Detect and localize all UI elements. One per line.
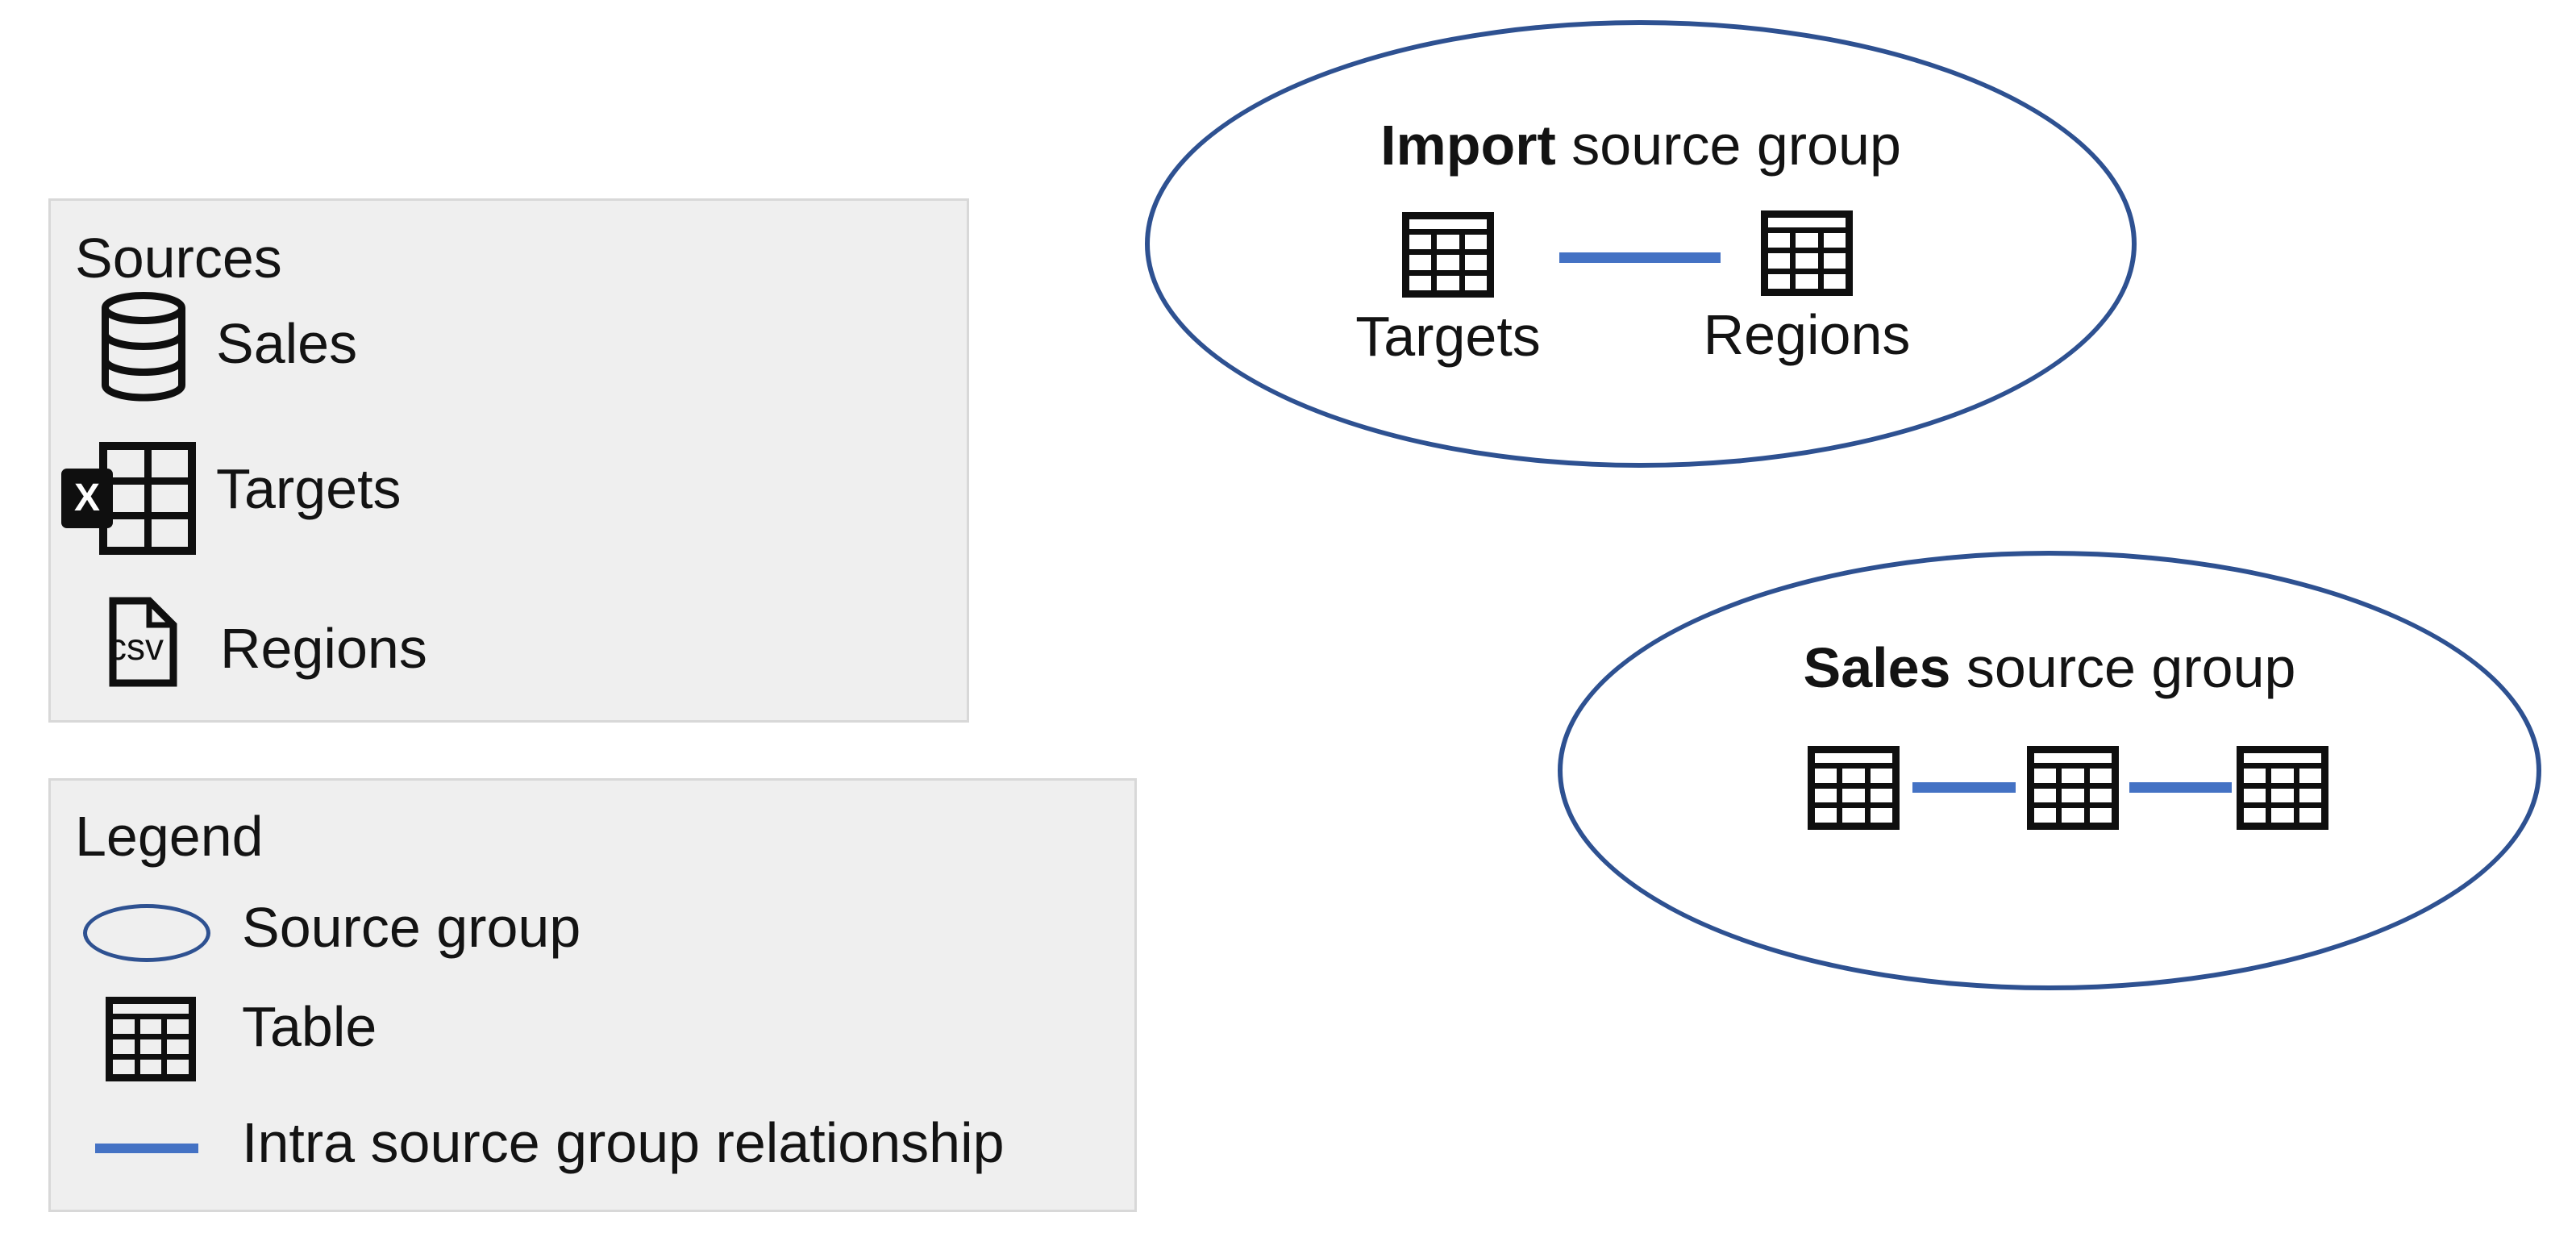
source-item-label-targets: Targets: [216, 457, 402, 520]
table-icon: [106, 997, 196, 1081]
table-icon: [1808, 746, 1900, 830]
table-icon: [2027, 746, 2119, 830]
source-group-ellipse-icon: [83, 904, 210, 962]
source-item-label-sales: Sales: [216, 312, 358, 375]
group-title-bold: Sales: [1803, 636, 1951, 699]
import-source-group-ellipse: [1145, 20, 2137, 468]
intra-relationship-connector: [1559, 252, 1721, 263]
sales-source-group-title: Sales source group: [1558, 639, 2541, 696]
sources-panel: Sources Sales X Targets csv: [48, 198, 969, 723]
sales-source-group: Sales source group: [1558, 551, 2541, 990]
legend-label-source-group: Source group: [242, 896, 581, 959]
intra-relationship-connector: [1912, 782, 2016, 793]
excel-icon: X: [61, 442, 196, 555]
legend-label-intra-relationship: Intra source group relationship: [242, 1111, 1005, 1174]
excel-x-badge: X: [61, 469, 113, 528]
csv-icon-text: csv: [108, 626, 164, 668]
sales-source-group-ellipse: [1558, 551, 2541, 990]
group-title-bold: Import: [1380, 114, 1556, 177]
source-item-label-regions: Regions: [220, 617, 427, 680]
group-title-rest: source group: [1950, 636, 2296, 699]
table-icon-targets: [1402, 212, 1494, 298]
table-label-targets: Targets: [1355, 305, 1541, 368]
intra-relationship-connector: [2129, 782, 2232, 793]
relationship-line-icon: [95, 1144, 198, 1153]
group-title-rest: source group: [1555, 114, 1901, 177]
import-source-group: Import source group Targets Regions: [1145, 20, 2137, 468]
excel-grid: [99, 442, 196, 555]
legend-panel-title: Legend: [75, 805, 264, 868]
import-source-group-title: Import source group: [1145, 117, 2137, 173]
table-label-regions: Regions: [1703, 303, 1911, 366]
table-icon: [2237, 746, 2328, 830]
table-icon-regions: [1761, 210, 1853, 296]
csv-file-icon: csv: [108, 597, 177, 687]
legend-panel: Legend Source group Table Intra source g…: [48, 778, 1137, 1212]
sources-panel-title: Sources: [75, 227, 282, 290]
database-icon: [102, 292, 185, 402]
legend-label-table: Table: [242, 995, 377, 1058]
